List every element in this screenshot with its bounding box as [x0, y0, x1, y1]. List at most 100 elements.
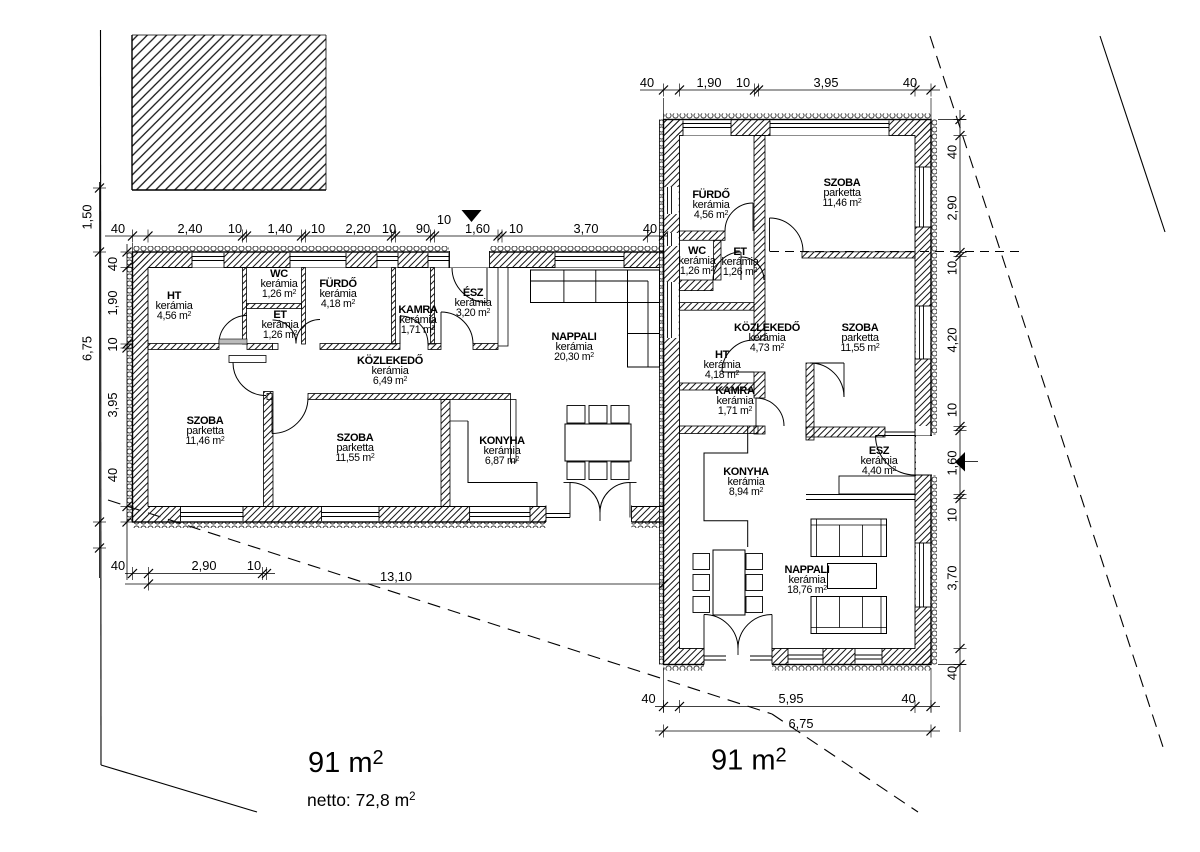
- svg-text:3,95: 3,95: [105, 393, 120, 418]
- svg-text:ET: ET: [733, 246, 747, 258]
- svg-text:NAPPALI: NAPPALI: [784, 564, 829, 576]
- svg-text:10: 10: [247, 558, 261, 573]
- svg-text:1,26 m2: 1,26 m2: [263, 329, 298, 341]
- svg-text:kerámia: kerámia: [692, 199, 730, 211]
- svg-text:kerámia: kerámia: [399, 314, 437, 326]
- svg-text:3,20 m2: 3,20 m2: [456, 307, 491, 319]
- svg-text:SZOBA: SZOBA: [842, 322, 879, 334]
- svg-text:40: 40: [903, 75, 917, 90]
- svg-text:kerámia: kerámia: [788, 574, 826, 586]
- svg-text:11,46 m2: 11,46 m2: [823, 197, 862, 209]
- svg-text:1,90: 1,90: [697, 75, 722, 90]
- svg-text:KAMRA: KAMRA: [715, 385, 755, 397]
- svg-text:3,95: 3,95: [814, 75, 839, 90]
- svg-text:10: 10: [736, 75, 750, 90]
- svg-text:10: 10: [311, 221, 325, 236]
- svg-text:40: 40: [641, 691, 655, 706]
- svg-text:91 m2: 91 m2: [308, 747, 384, 779]
- svg-text:SZOBA: SZOBA: [187, 415, 224, 427]
- svg-text:3,70: 3,70: [574, 221, 599, 236]
- svg-text:parketta: parketta: [823, 187, 862, 199]
- svg-text:10: 10: [945, 261, 960, 275]
- svg-text:13,10: 13,10: [380, 569, 412, 584]
- svg-text:6,87 m2: 6,87 m2: [485, 455, 520, 467]
- svg-text:kerámia: kerámia: [260, 278, 298, 290]
- svg-text:parketta: parketta: [336, 442, 375, 454]
- svg-text:10: 10: [382, 221, 396, 236]
- svg-text:KONYHA: KONYHA: [723, 466, 769, 478]
- svg-text:kerámia: kerámia: [678, 255, 716, 267]
- svg-text:10: 10: [105, 337, 120, 351]
- svg-text:kerámia: kerámia: [748, 332, 786, 344]
- svg-text:SZOBA: SZOBA: [337, 432, 374, 444]
- svg-text:kerámia: kerámia: [261, 319, 299, 331]
- svg-text:20,30 m2: 20,30 m2: [554, 351, 594, 363]
- svg-text:40: 40: [945, 145, 960, 159]
- svg-text:kerámia: kerámia: [727, 476, 765, 488]
- svg-text:1,40: 1,40: [268, 221, 293, 236]
- svg-text:4,20: 4,20: [945, 328, 960, 353]
- svg-text:KÖZLEKEDŐ: KÖZLEKEDŐ: [734, 321, 801, 334]
- svg-text:8,94 m2: 8,94 m2: [729, 486, 764, 498]
- svg-text:40: 40: [945, 666, 960, 680]
- svg-text:40: 40: [105, 257, 120, 271]
- svg-text:1,26 m2: 1,26 m2: [262, 288, 297, 300]
- svg-text:HT: HT: [715, 349, 730, 361]
- svg-text:2,90: 2,90: [192, 558, 217, 573]
- svg-text:netto: 72,8 m2: netto: 72,8 m2: [307, 790, 416, 810]
- svg-text:kerámia: kerámia: [319, 288, 357, 300]
- svg-text:91 m2: 91 m2: [711, 745, 787, 777]
- svg-text:WC: WC: [270, 268, 288, 280]
- svg-text:2,90: 2,90: [945, 196, 960, 221]
- svg-text:1,26 m2: 1,26 m2: [723, 266, 758, 278]
- svg-text:kerámia: kerámia: [860, 455, 898, 467]
- svg-text:FÜRDŐ: FÜRDŐ: [319, 277, 357, 290]
- svg-text:KÖZLEKEDŐ: KÖZLEKEDŐ: [357, 354, 424, 367]
- svg-text:4,18 m2: 4,18 m2: [321, 298, 356, 310]
- svg-text:FÜRDŐ: FÜRDŐ: [692, 188, 730, 201]
- svg-text:NAPPALI: NAPPALI: [551, 331, 596, 343]
- svg-text:1,50: 1,50: [80, 205, 95, 230]
- svg-text:6,75: 6,75: [789, 716, 814, 731]
- svg-text:10: 10: [945, 508, 960, 522]
- svg-text:6,75: 6,75: [80, 336, 95, 361]
- svg-text:ÉSZ: ÉSZ: [463, 286, 484, 299]
- svg-text:WC: WC: [688, 245, 706, 257]
- svg-text:40: 40: [111, 558, 125, 573]
- svg-text:kerámia: kerámia: [555, 341, 593, 353]
- svg-text:10: 10: [945, 403, 960, 417]
- svg-text:1,60: 1,60: [945, 451, 960, 476]
- svg-text:kerámia: kerámia: [155, 300, 193, 312]
- svg-text:1,90: 1,90: [105, 291, 120, 316]
- svg-text:kerámia: kerámia: [483, 445, 521, 457]
- svg-text:40: 40: [901, 691, 915, 706]
- svg-text:11,55 m2: 11,55 m2: [336, 452, 375, 464]
- svg-text:10: 10: [228, 221, 242, 236]
- svg-text:40: 40: [643, 221, 657, 236]
- svg-text:40: 40: [640, 75, 654, 90]
- svg-text:SZOBA: SZOBA: [824, 177, 861, 189]
- svg-text:2,20: 2,20: [346, 221, 371, 236]
- svg-text:HT: HT: [167, 290, 182, 302]
- svg-text:10: 10: [437, 212, 451, 227]
- svg-text:18,76 m2: 18,76 m2: [787, 584, 827, 596]
- svg-text:11,55 m2: 11,55 m2: [841, 342, 880, 354]
- svg-text:kerámia: kerámia: [454, 297, 492, 309]
- svg-text:4,40 m2: 4,40 m2: [862, 465, 897, 477]
- svg-text:ET: ET: [273, 309, 287, 321]
- svg-text:4,56 m2: 4,56 m2: [157, 310, 192, 322]
- svg-text:4,18 m2: 4,18 m2: [705, 369, 740, 381]
- svg-text:4,56 m2: 4,56 m2: [694, 209, 729, 221]
- svg-text:6,49 m2: 6,49 m2: [373, 375, 408, 387]
- svg-text:ESZ: ESZ: [869, 445, 890, 457]
- svg-text:KAMRA: KAMRA: [398, 304, 438, 316]
- svg-text:1,26 m2: 1,26 m2: [680, 265, 715, 277]
- svg-text:40: 40: [111, 221, 125, 236]
- svg-text:KONYHA: KONYHA: [479, 435, 525, 447]
- svg-text:5,95: 5,95: [779, 691, 804, 706]
- svg-text:11,46 m2: 11,46 m2: [186, 435, 225, 447]
- svg-text:1,71 m2: 1,71 m2: [718, 405, 753, 417]
- svg-text:kerámia: kerámia: [371, 365, 409, 377]
- svg-text:1,71 m2: 1,71 m2: [401, 324, 436, 336]
- svg-text:kerámia: kerámia: [716, 395, 754, 407]
